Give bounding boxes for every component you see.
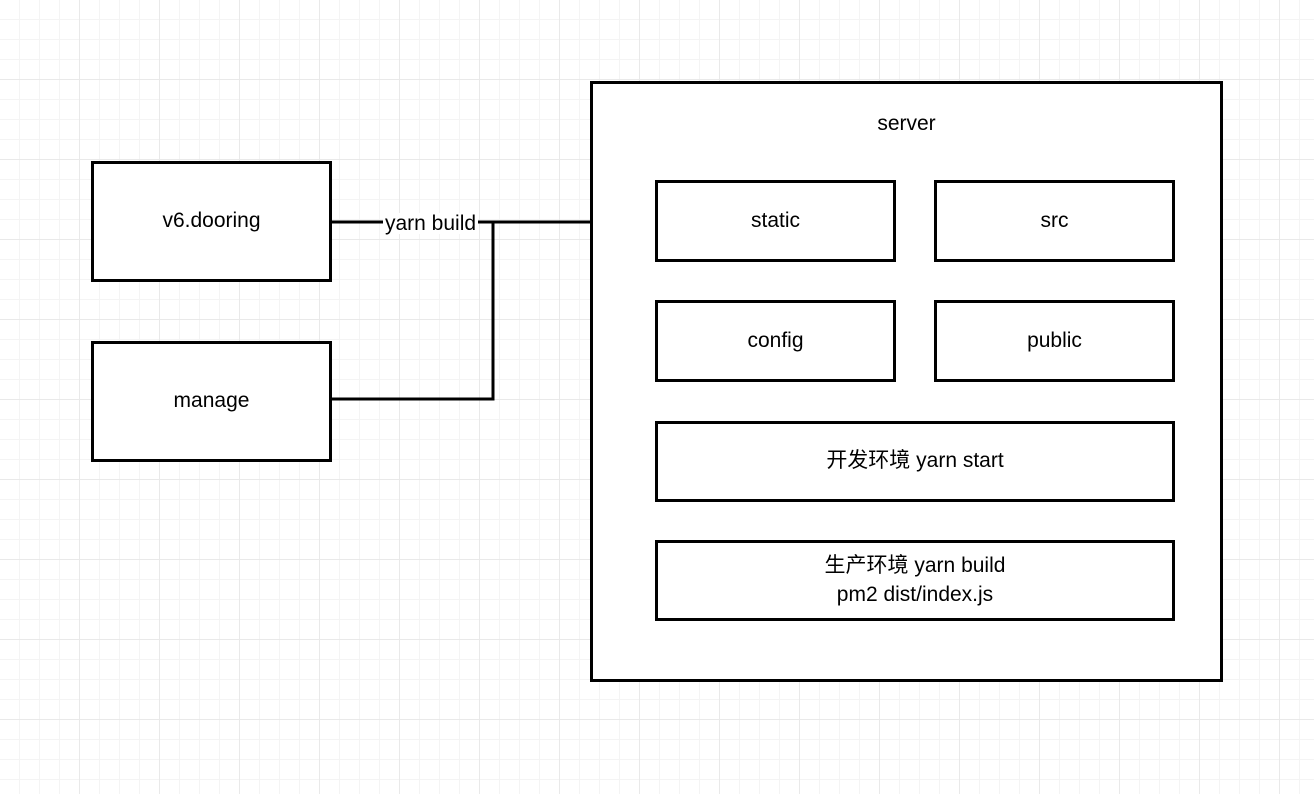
node-prod-environment-label: 生产环境 yarn build pm2 dist/index.js [824, 554, 1006, 606]
container-server-title: server [877, 112, 936, 135]
node-config-label: config [747, 328, 804, 352]
node-v6-dooring-label: v6.dooring [162, 209, 261, 233]
node-dev-environment[interactable]: 开发环境 yarn start [655, 421, 1175, 502]
node-manage-label: manage [173, 389, 250, 413]
node-v6-dooring[interactable]: v6.dooring [91, 161, 332, 282]
edge-label-yarn-build-text: yarn build [385, 212, 477, 235]
node-config[interactable]: config [655, 300, 896, 382]
node-static[interactable]: static [655, 180, 896, 262]
node-prod-environment[interactable]: 生产环境 yarn build pm2 dist/index.js [655, 540, 1175, 621]
node-src-label: src [1040, 208, 1069, 232]
node-public[interactable]: public [934, 300, 1175, 382]
node-public-label: public [1027, 328, 1082, 352]
node-dev-environment-label: 开发环境 yarn start [826, 449, 1004, 473]
node-static-label: static [750, 208, 800, 232]
node-src[interactable]: src [934, 180, 1175, 262]
edge-manage-to-static [332, 222, 495, 401]
edge-label-yarn-build: yarn build [383, 212, 479, 235]
node-manage[interactable]: manage [91, 341, 332, 462]
